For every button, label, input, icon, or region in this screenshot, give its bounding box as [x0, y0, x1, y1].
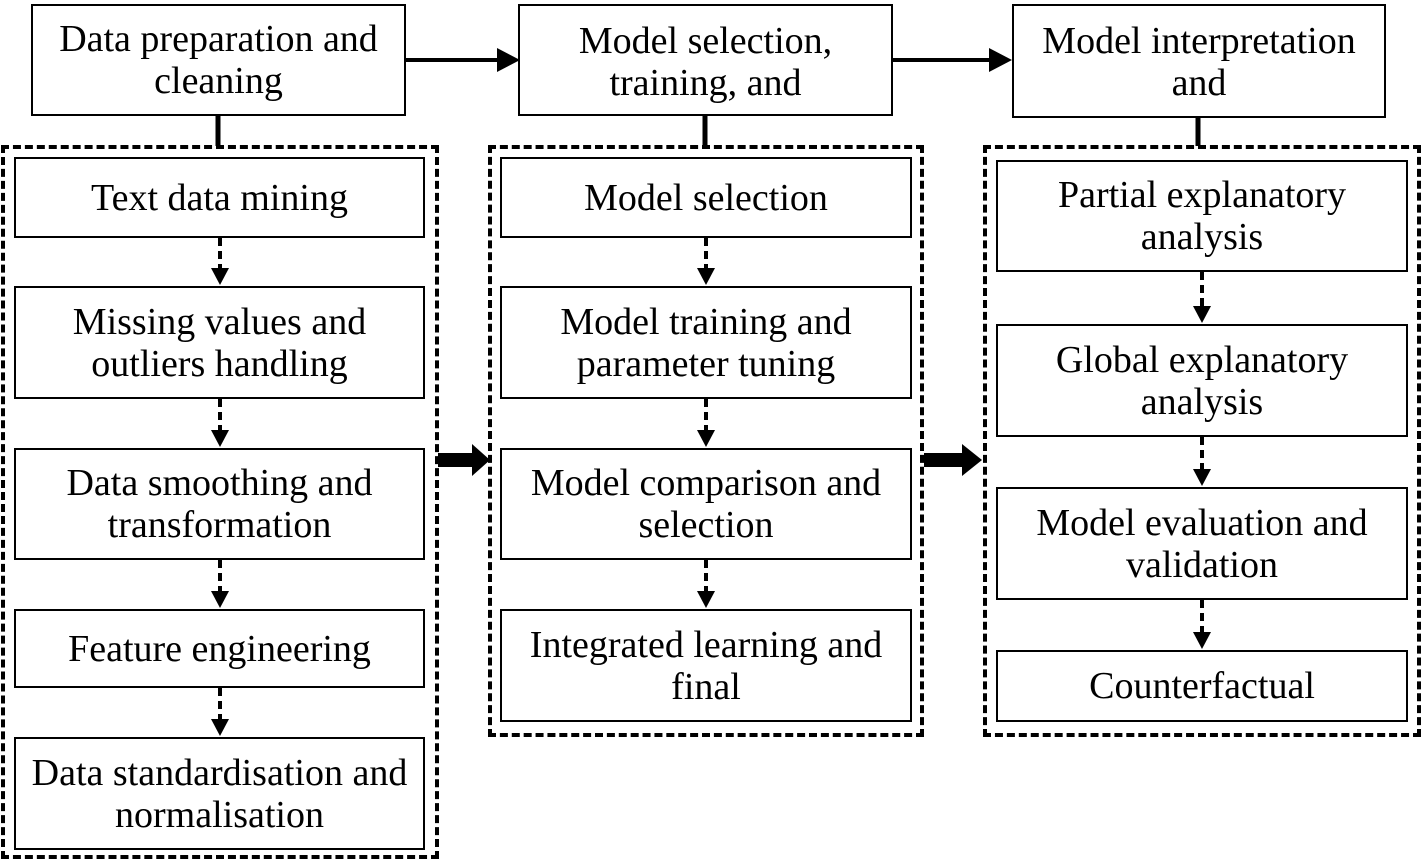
stage-2-step-2: Model training and parameter tuning: [500, 286, 912, 399]
group-arrow-1-to-2: [438, 444, 490, 476]
step-arrow-col2-3: [697, 560, 715, 608]
group-arrow-2-to-3: [924, 444, 982, 476]
step-arrow-col1-1: [211, 238, 229, 285]
step-arrow-col3-3: [1193, 600, 1211, 649]
step-arrow-col1-4: [211, 688, 229, 736]
stage-2-group: [488, 145, 924, 737]
arrowhead-header-1-to-2: [497, 48, 520, 72]
step-arrow-col1-3: [211, 560, 229, 608]
stage-2-step-1: Model selection: [500, 157, 912, 238]
stage-2-header: Model selection, training, and: [518, 4, 893, 116]
stage-3-group: [983, 145, 1421, 737]
stage-1-group: [1, 145, 439, 859]
stage-1-step-3: Data smoothing and transformation: [14, 448, 425, 560]
stage-1-step-2: Missing values and outliers handling: [14, 286, 425, 399]
step-arrow-col1-2: [211, 399, 229, 447]
step-arrow-col3-1: [1193, 272, 1211, 323]
stage-3-step-1: Partial explanatory analysis: [996, 160, 1408, 272]
stage-1-step-1: Text data mining: [14, 157, 425, 238]
stage-3-step-3: Model evaluation and validation: [996, 487, 1408, 600]
stage-3-step-2: Global explanatory analysis: [996, 324, 1408, 437]
stage-2-step-4: Integrated learning and final: [500, 609, 912, 722]
stage-2-step-3: Model comparison and selection: [500, 448, 912, 560]
stage-1-header: Data preparation and cleaning: [31, 4, 406, 116]
stage-1-step-4: Feature engineering: [14, 609, 425, 688]
arrowhead-header-2-to-3: [989, 48, 1012, 72]
step-arrow-col3-2: [1193, 437, 1211, 486]
stage-1-step-5: Data standardisation and normalisation: [14, 737, 425, 850]
stage-3-header: Model interpretation and: [1012, 4, 1386, 118]
step-arrow-col2-1: [697, 238, 715, 285]
step-arrow-col2-2: [697, 399, 715, 447]
stage-3-step-4: Counterfactual: [996, 650, 1408, 722]
